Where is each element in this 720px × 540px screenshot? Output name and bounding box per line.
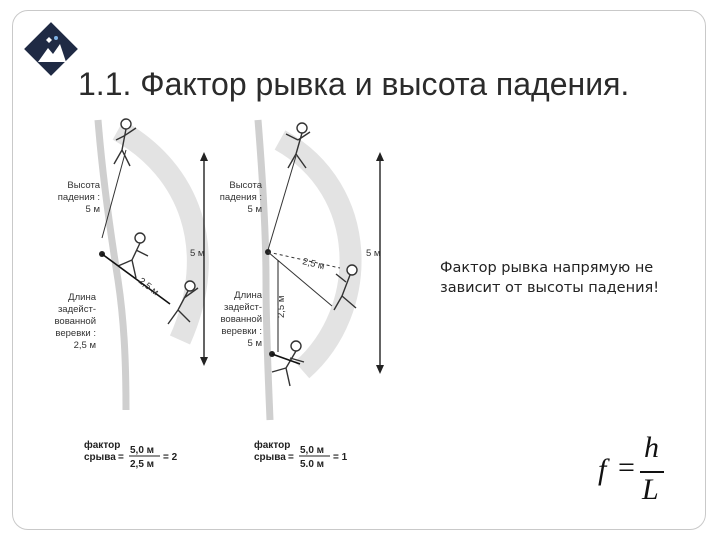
left-factor-word-2: срыва — [84, 452, 116, 463]
note-text: Фактор рывка напрямую не зависит от высо… — [440, 260, 660, 296]
right-factor-word-1: фактор — [254, 439, 290, 451]
right-climber-bottom — [271, 340, 305, 387]
left-factor-word-1: фактор — [84, 439, 120, 451]
formula-equals: = — [618, 451, 635, 484]
left-factor-formula: фактор срыва = 5,0 м 2,5 м = 2 — [84, 439, 178, 470]
left-rope-length-line-4: веревки : — [55, 328, 96, 339]
left-fall-height-label: Высота падения : 5 м — [58, 180, 101, 215]
right-factor-denominator: 5.0 м — [300, 459, 324, 470]
left-factor-denominator: 2,5 м — [130, 459, 154, 470]
right-fall-height-line-2: падения : — [220, 192, 262, 203]
left-rope-upper — [101, 149, 127, 239]
svg-text:=: = — [288, 452, 294, 463]
right-fall-height-label: Высота падения : 5 м — [220, 180, 263, 215]
right-rope-length-label: Длина задейст- вованной веревки : 5 м — [220, 290, 262, 349]
right-vertical-label: 2,5 м — [276, 296, 287, 318]
left-factor-result: = 2 — [163, 452, 178, 463]
left-rope-lower — [101, 253, 171, 305]
formula-f: f — [598, 453, 607, 486]
right-factor-formula: фактор срыва = 5,0 м 5.0 м = 1 — [254, 439, 348, 470]
right-climber-top — [285, 122, 311, 169]
right-rope-length-line-4: веревки : — [221, 326, 262, 337]
left-rock-face — [94, 119, 130, 411]
left-climber-bottom — [167, 280, 199, 325]
right-rope-length-line-5: 5 м — [248, 338, 262, 349]
left-swing-arc — [112, 120, 209, 345]
left-rope-length-line-1: Длина — [68, 292, 97, 303]
fall-factor-formula: f = h L — [598, 431, 670, 506]
right-rope-length-line-1: Длина — [234, 290, 263, 301]
left-rope-length-line-5: 2,5 м — [74, 340, 96, 351]
right-factor-result: = 1 — [333, 452, 348, 463]
right-factor-numerator: 5,0 м — [300, 445, 324, 456]
right-swing-arc — [274, 130, 362, 379]
right-factor-word-2: срыва — [254, 452, 286, 463]
right-rope-swing — [267, 251, 333, 307]
left-fall-height-line-1: Высота — [67, 180, 100, 191]
left-climber-middle — [117, 232, 149, 279]
formula-fraction-bar — [640, 471, 664, 473]
right-rope-length-line-2: задейст- — [224, 302, 262, 313]
right-rope-upper — [267, 155, 297, 251]
right-climber-middle — [333, 264, 358, 311]
right-fall-height-line-1: Высота — [229, 180, 262, 191]
page-title: 1.1. Фактор рывка и высота падения. — [78, 66, 630, 102]
left-rope-length-line-3: вованной — [54, 316, 96, 327]
right-rope-dashed — [267, 251, 341, 269]
climbing-logo-icon — [24, 22, 78, 76]
formula-L: L — [642, 473, 659, 506]
svg-text:=: = — [118, 452, 124, 463]
left-arrow-label: 5 м — [190, 248, 204, 259]
left-climber-top — [113, 118, 137, 167]
right-arrow-label: 5 м — [366, 248, 380, 259]
left-rope-length-line-2: задейст- — [58, 304, 96, 315]
right-rope-segment-label: 2,5 м — [301, 256, 325, 272]
right-rock-face — [254, 119, 274, 421]
fall-factor-diagram: Высота падения : 5 м Длина задейст- вова… — [54, 118, 384, 470]
left-fall-height-line-2: падения : — [58, 192, 100, 203]
right-fall-height-line-3: 5 м — [248, 204, 262, 215]
formula-h: h — [644, 431, 659, 464]
left-fall-height-line-3: 5 м — [86, 204, 100, 215]
right-rope-length-line-3: вованной — [220, 314, 262, 325]
left-rope-length-label: Длина задейст- вованной веревки : 2,5 м — [54, 292, 96, 351]
left-factor-numerator: 5,0 м — [130, 445, 154, 456]
